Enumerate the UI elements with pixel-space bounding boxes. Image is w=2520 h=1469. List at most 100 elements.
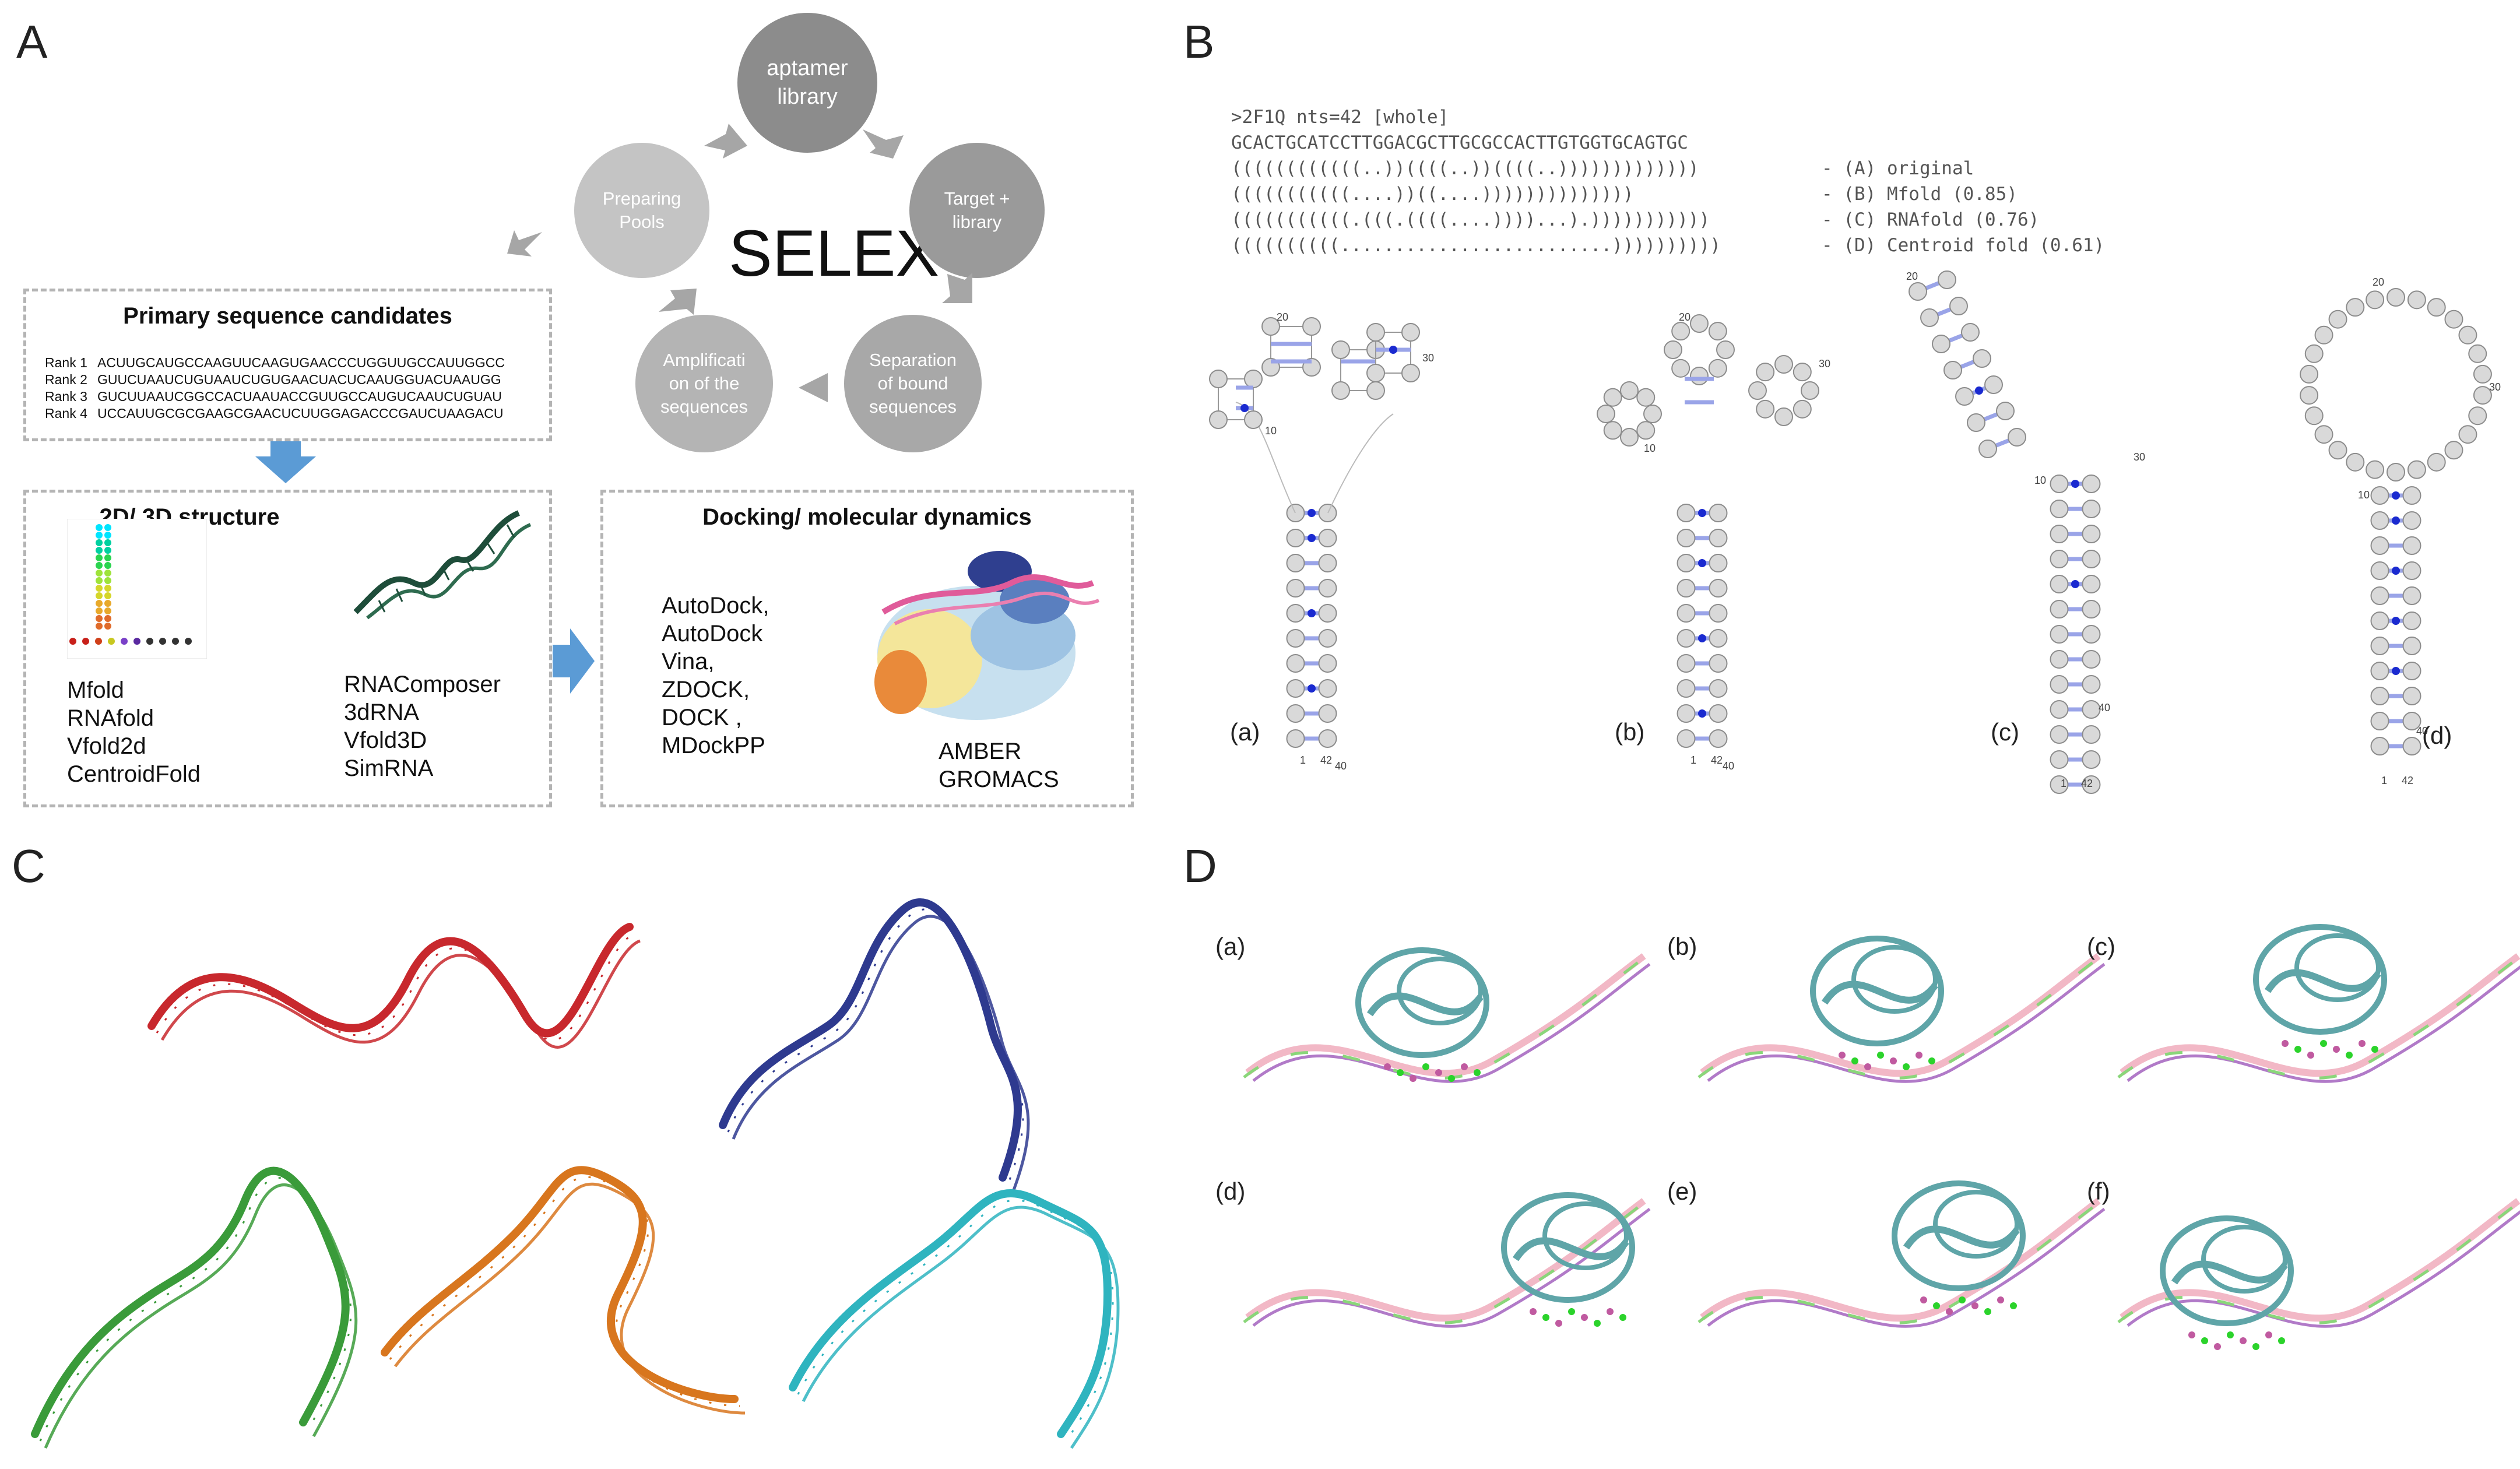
nucleotide xyxy=(1709,704,1728,723)
nucleotide xyxy=(2300,386,2319,405)
nucleotide xyxy=(1756,363,1775,382)
rna-model-2 xyxy=(719,898,1030,1192)
nucleotide xyxy=(2370,612,2389,630)
nucleotide xyxy=(2402,637,2421,655)
nucleotide xyxy=(2402,662,2421,680)
nucleotide xyxy=(2300,364,2319,384)
position-label: 10 xyxy=(2358,489,2370,501)
thumb-nt xyxy=(172,638,179,645)
nucleotide xyxy=(1318,654,1337,673)
fold-sublabel-a: (a) xyxy=(1230,718,1260,746)
gu-pair-dot xyxy=(1308,509,1316,517)
position-label: 30 xyxy=(1819,358,1830,370)
nucleotide xyxy=(2370,511,2389,530)
cycle-arrow-5 xyxy=(704,124,747,159)
hairpin-loop xyxy=(1270,326,1312,368)
nucleotide xyxy=(1709,629,1728,648)
selex-step-target-line: library xyxy=(952,212,1002,232)
nucleotide xyxy=(2370,662,2389,680)
thumb-nt xyxy=(104,585,111,592)
nucleotide xyxy=(1708,359,1727,378)
position-label: 10 xyxy=(1265,425,1277,437)
nucleotide xyxy=(1801,381,1819,400)
nucleotide xyxy=(1709,529,1728,547)
nucleotide xyxy=(2328,310,2347,329)
nucleotide xyxy=(1677,729,1696,748)
nucleotide xyxy=(1677,654,1696,673)
nucleotide xyxy=(2402,536,2421,555)
position-label: 1 xyxy=(2061,778,2066,789)
nucleotide xyxy=(1318,629,1337,648)
fold-sublabel-c: (c) xyxy=(1991,718,2019,746)
nucleotide xyxy=(1671,322,1690,341)
nucleotide xyxy=(2082,725,2101,744)
panel-letter-b: B xyxy=(1183,16,1215,68)
nucleotide xyxy=(1677,554,1696,572)
nucleotide xyxy=(2050,525,2069,543)
nucleotide xyxy=(1774,407,1793,426)
tool-mdockpp: MDockPP xyxy=(662,733,765,758)
nucleotide xyxy=(2328,441,2347,460)
fold-sequence: GCACTGCATCCTTGGACGCTTGCGCCACTTGTGGTGCAGT… xyxy=(1231,132,1688,153)
tool-3drna: 3dRNA xyxy=(344,700,419,725)
nucleotide xyxy=(2387,288,2405,307)
nucleotide xyxy=(1996,402,2015,420)
tool-vfold3d: Vfold3D xyxy=(344,728,427,753)
nucleotide xyxy=(2314,425,2333,444)
tool-mfold: Mfold xyxy=(67,677,124,703)
nucleotide xyxy=(2082,475,2101,493)
cycle-arrow-1 xyxy=(863,129,904,159)
dock-sublabel-a: (a) xyxy=(1215,933,1246,960)
tools-docking-list: AutoDock, AutoDock Vina, ZDOCK, DOCK , M… xyxy=(662,592,769,760)
nucleotide xyxy=(2473,364,2492,384)
nucleotide xyxy=(2050,700,2069,719)
nucleotide xyxy=(1318,729,1337,748)
position-label: 20 xyxy=(2373,276,2384,288)
nucleotide xyxy=(1366,364,1385,382)
nucleotide xyxy=(1793,363,1812,382)
tool-rnafold: RNAfold xyxy=(67,705,154,731)
dock-sublabel-b: (b) xyxy=(1667,933,1697,960)
nucleotide xyxy=(2050,750,2069,769)
thumb-nt xyxy=(159,638,166,645)
selex-step-amplification-line: on of the xyxy=(669,372,740,393)
nucleotide xyxy=(1774,355,1793,374)
nucleotide xyxy=(2008,428,2026,447)
blue-down-arrow xyxy=(255,441,316,483)
tools-md-list: AMBER GROMACS xyxy=(939,737,1059,793)
docking-complex-1 xyxy=(1243,947,1651,1083)
thumb-nt xyxy=(104,623,111,630)
thumb-nt xyxy=(104,570,111,577)
nucleotide xyxy=(1709,604,1728,623)
thumb-nt xyxy=(104,592,111,599)
tool-dock: DOCK , xyxy=(662,705,742,730)
tool-autodock: AutoDock, xyxy=(662,593,769,618)
cycle-arrow-2 xyxy=(942,273,972,303)
nucleotide xyxy=(2050,475,2069,493)
tool-centroidfold: CentroidFold xyxy=(67,761,201,787)
panel-letter-d: D xyxy=(1183,840,1217,892)
nucleotide xyxy=(2370,637,2389,655)
nucleotide xyxy=(2387,463,2405,482)
rna-model-3 xyxy=(31,1166,358,1449)
gu-pair-dot xyxy=(2392,516,2400,525)
gu-pair-dot xyxy=(2392,567,2400,575)
position-label: 40 xyxy=(2099,702,2110,714)
nucleotide xyxy=(2050,725,2069,744)
gu-pair-dot xyxy=(1975,386,1983,395)
rna-3d-models xyxy=(31,898,1120,1449)
nucleotide xyxy=(1709,654,1728,673)
thumb-nt xyxy=(185,638,192,645)
nucleotide xyxy=(1331,381,1350,400)
nucleotide xyxy=(1331,340,1350,359)
nucleotide xyxy=(2402,687,2421,705)
nucleotide xyxy=(1286,629,1305,648)
position-label: 10 xyxy=(2034,475,2046,486)
tool-autodock-vina-2: Vina, xyxy=(662,649,715,674)
nucleotide xyxy=(2050,550,2069,568)
thumb-nt xyxy=(104,532,111,539)
selex-step-preparing-line: Preparing xyxy=(602,188,681,209)
